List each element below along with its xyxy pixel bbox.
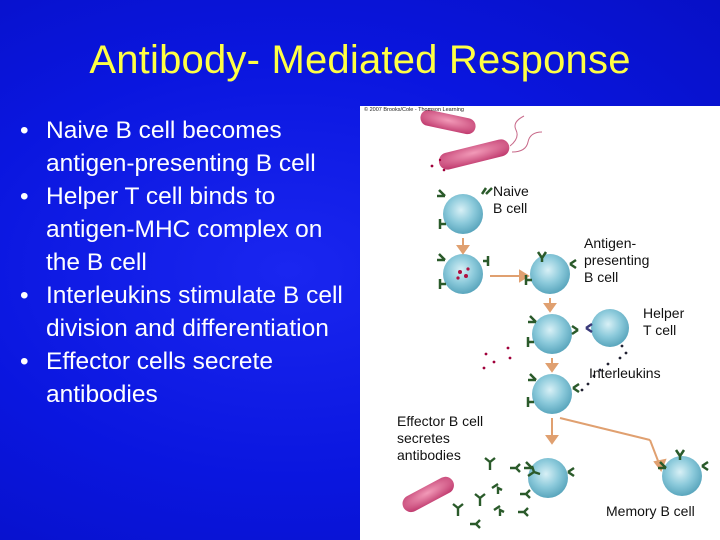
process-arrow-icon — [559, 417, 667, 473]
effector-b-cell-icon — [524, 458, 575, 498]
effector-b-cell-label: Effector B cell secretes antibodies — [397, 413, 484, 463]
bullet-item: •Naive B cell becomes antigen-presenting… — [18, 114, 363, 180]
b-cell-engulfing-icon — [437, 253, 490, 294]
antigen-dots-icon — [430, 158, 446, 172]
memory-b-cell-label: Memory B cell — [606, 503, 695, 519]
bacterium-icon — [402, 476, 454, 513]
process-arrow-icon — [545, 358, 559, 373]
helper-t-cell-icon — [585, 309, 629, 347]
bullet-dot-icon: • — [20, 348, 29, 375]
bullet-dot-icon: • — [20, 183, 29, 210]
helper-t-cell-label: Helper T cell — [643, 305, 685, 338]
process-arrow-icon — [543, 298, 557, 313]
slide-title: Antibody- Mediated Response — [89, 38, 631, 82]
bullet-item: •Interleukins stimulate B cell division … — [18, 279, 363, 345]
naive-b-cell-label: Naive B cell — [493, 183, 529, 216]
bullet-item: •Helper T cell binds to antigen-MHC comp… — [18, 180, 363, 279]
process-arrow-icon — [545, 418, 559, 445]
antigen-presenting-b-cell-label: Antigen- presenting B cell — [584, 235, 650, 285]
antigen-dots-icon — [482, 346, 512, 370]
dividing-b-cell-icon — [526, 373, 580, 414]
interleukin-dots-icon — [580, 344, 628, 392]
naive-b-cell-icon — [437, 187, 493, 234]
b-cell-with-helper-icon — [526, 314, 579, 354]
figure-illustration — [402, 109, 709, 529]
image-credit: © 2007 Brooks/Cole - Thomson Learning — [364, 107, 464, 113]
bullet-item: •Effector cells secrete antibodies — [18, 345, 363, 411]
bullet-dot-icon: • — [20, 117, 29, 144]
bacterium-icon — [420, 109, 476, 135]
bullet-dot-icon: • — [20, 282, 29, 309]
bacterium-icon — [438, 115, 543, 170]
process-arrow-icon — [456, 238, 470, 255]
antibody-response-figure: © 2007 Brooks/Cole - Thomson Learning Na… — [360, 106, 720, 540]
bullet-list: •Naive B cell becomes antigen-presenting… — [18, 114, 363, 411]
interleukins-label: Interleukins — [589, 365, 661, 381]
antigen-presenting-b-cell-icon — [524, 251, 577, 294]
memory-b-cell-icon — [658, 449, 709, 496]
process-arrow-icon — [490, 269, 530, 283]
